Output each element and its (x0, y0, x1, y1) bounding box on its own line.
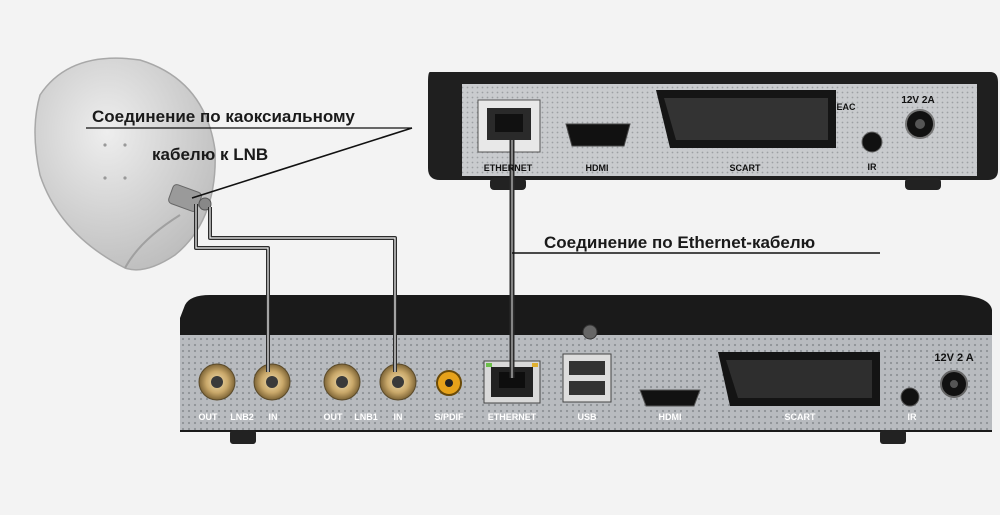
bottom-scart-label: SCART (785, 412, 817, 422)
f-connectors (198, 363, 417, 401)
top-ir-label: IR (868, 162, 878, 172)
bottom-power-label: 12V 2 A (934, 352, 973, 364)
top-ir-receiver (861, 131, 883, 153)
top-ethernet-label: ETHERNET (484, 163, 533, 173)
bottom-ir-receiver (900, 387, 920, 407)
bottom-ir-label: IR (908, 412, 918, 422)
out-b-label: OUT (324, 412, 344, 422)
coax-pointer-line (191, 127, 413, 199)
top-scart-label: SCART (730, 163, 762, 173)
satellite-dish (34, 57, 216, 271)
bottom-ethernet-label: ETHERNET (488, 412, 537, 422)
in-a-label: IN (269, 412, 278, 422)
bottom-receiver (180, 295, 992, 444)
coax-caption-line2: кабелю к LNB (152, 145, 269, 164)
in-b-label: IN (394, 412, 403, 422)
spdif-label: S/PDIF (434, 412, 464, 422)
coax-caption-line1: Соединение по каоксиальному (92, 107, 355, 126)
bottom-hdmi-port (639, 389, 701, 407)
top-cert-marks: EAC (836, 102, 856, 112)
top-hdmi-label: HDMI (586, 163, 609, 173)
out-a-label: OUT (199, 412, 219, 422)
top-power-label: 12V 2A (901, 95, 934, 106)
usb-label: USB (577, 412, 597, 422)
ethernet-caption: Соединение по Ethernet-кабелю (544, 233, 816, 252)
top-hdmi-port (565, 123, 631, 147)
top-receiver (428, 72, 998, 190)
lnb2-label: LNB2 (230, 412, 254, 422)
lnb1-label: LNB1 (354, 412, 378, 422)
bottom-hdmi-label: HDMI (659, 412, 682, 422)
